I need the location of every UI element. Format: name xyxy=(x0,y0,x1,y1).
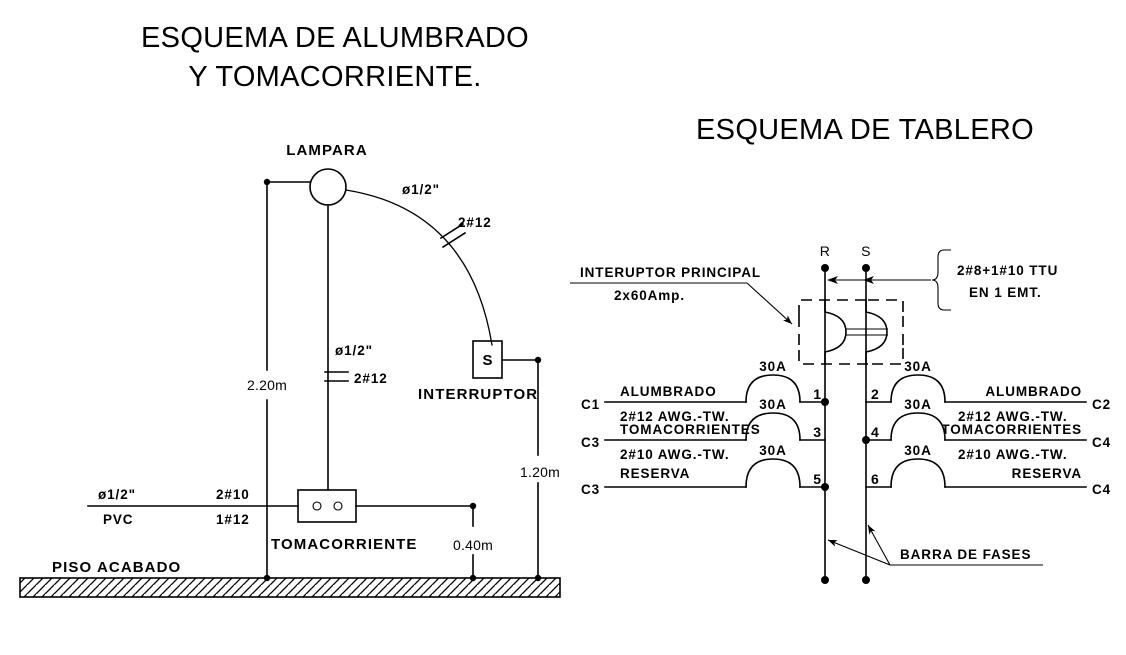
left-circuit-wire-1: 2#12 AWG.-TW. xyxy=(620,409,729,424)
outlet-box xyxy=(297,489,357,523)
left-schematic-group: LAMPARA ø1/2" 2#12 ø1/2" 2#12 S INTERRU xyxy=(19,142,561,598)
feeder-note-line2: EN 1 EMT. xyxy=(969,285,1042,300)
floor-hatch xyxy=(19,577,561,598)
pole-1-bus-dot xyxy=(821,398,829,406)
pole-number-2: 2 xyxy=(871,386,879,402)
feeder-material-label: PVC xyxy=(103,512,133,527)
dim-switch-height: 1.20m xyxy=(520,464,560,480)
arc-tick-1 xyxy=(439,222,465,240)
left-circuit-desc-2: TOMACORRIENTES xyxy=(620,422,761,437)
switch-label: INTERRUPTOR xyxy=(418,386,538,403)
feeder-ground-label: 1#12 xyxy=(216,512,250,527)
floor-label: PISO ACABADO xyxy=(52,559,181,576)
bus-leader-r xyxy=(827,539,891,566)
right-breaker-rating-3: 30A xyxy=(904,443,931,458)
right-circuit-id-3: C4 xyxy=(1092,482,1111,497)
bus-r-bottom-dot xyxy=(821,576,829,584)
lamp-icon xyxy=(309,168,347,206)
right-circuit-desc-1: ALUMBRADO xyxy=(985,384,1082,399)
main-breaker-dash-tl xyxy=(798,299,868,316)
left-circuit-wire-2: 2#10 AWG.-TW. xyxy=(620,447,729,462)
right-circuit-id-1: C2 xyxy=(1092,397,1111,412)
pole-number-5: 5 xyxy=(813,471,821,487)
left-breaker-arc-1 xyxy=(745,374,801,403)
lamp-to-switch-conduit xyxy=(345,189,493,346)
right-breaker-arc-1 xyxy=(890,374,946,403)
left-breaker-rating-1: 30A xyxy=(759,359,786,374)
pole-number-3: 3 xyxy=(813,424,821,440)
outlet-hole-right xyxy=(333,501,343,511)
main-breaker-pole-r xyxy=(824,299,847,365)
left-breaker-rating-3: 30A xyxy=(759,443,786,458)
right-circuit-desc-2: TOMACORRIENTES xyxy=(941,422,1082,437)
arc-tick-2 xyxy=(441,231,467,249)
phase-label-r: R xyxy=(820,243,831,259)
right-circuit-desc-3: RESERVA xyxy=(1012,466,1082,481)
main-breaker-dash-br xyxy=(868,348,904,365)
lamp-label: LAMPARA xyxy=(286,142,368,159)
left-title-line1: ESQUEMA DE ALUMBRADO xyxy=(141,22,529,54)
arc-wire-label: 2#12 xyxy=(458,215,492,230)
pole-number-4: 4 xyxy=(871,424,879,440)
feeder-wire-label: 2#10 xyxy=(216,487,250,502)
pole-number-1: 1 xyxy=(813,386,821,402)
left-circuit-id-2: C3 xyxy=(581,435,600,450)
left-circuit-desc-1: ALUMBRADO xyxy=(620,384,717,399)
main-breaker-dash-bl xyxy=(798,348,868,365)
feeder-conduit-label: ø1/2" xyxy=(98,487,136,502)
right-title: ESQUEMA DE TABLERO xyxy=(696,114,1034,146)
right-breaker-rating-1: 30A xyxy=(904,359,931,374)
left-breaker-arc-2 xyxy=(745,412,801,441)
drop-conduit-label: ø1/2" xyxy=(335,343,373,358)
left-circuit-id-3: C3 xyxy=(581,482,600,497)
switch-symbol: S xyxy=(482,352,492,369)
main-breaker-dash-tr xyxy=(868,299,904,316)
left-title-line2: Y TOMACORRIENTE. xyxy=(188,61,481,93)
main-breaker-label-line1: INTERUPTOR PRINCIPAL xyxy=(580,265,761,280)
right-breaker-arc-2 xyxy=(890,412,946,441)
main-breaker-pole-s xyxy=(865,299,888,365)
pole-number-6: 6 xyxy=(871,471,879,487)
bus-leader-s xyxy=(867,524,891,566)
left-circuit-desc-3: RESERVA xyxy=(620,466,690,481)
left-breaker-rating-2: 30A xyxy=(759,397,786,412)
right-breaker-arc-3 xyxy=(890,458,946,488)
main-breaker-label-line2: 2x60Amp. xyxy=(614,288,685,303)
dim-outlet-height: 0.40m xyxy=(453,537,493,553)
phase-label-s: S xyxy=(861,243,871,259)
panel-schematic-group: R S 2#8+1#10 TTU EN 1 EMT. xyxy=(570,243,1111,584)
outlet-label: TOMACORRIENTE xyxy=(271,536,418,553)
main-breaker-leader-arrow xyxy=(746,282,793,325)
right-breaker-rating-2: 30A xyxy=(904,397,931,412)
bus-label: BARRA DE FASES xyxy=(900,547,1031,562)
outlet-hole-left xyxy=(312,501,322,511)
right-circuit-wire-1: 2#12 AWG.-TW. xyxy=(958,409,1067,424)
right-circuit-wire-2: 2#10 AWG.-TW. xyxy=(958,447,1067,462)
feeder-note-brace xyxy=(931,249,951,311)
feeder-note-line1: 2#8+1#10 TTU xyxy=(957,263,1058,278)
pole-5-bus-dot xyxy=(821,483,829,491)
bus-s-bottom-dot xyxy=(862,576,870,584)
dim-lamp-height: 2.20m xyxy=(247,377,287,393)
drop-wire-label: 2#12 xyxy=(354,371,388,386)
right-circuit-id-2: C4 xyxy=(1092,435,1111,450)
arc-conduit-label: ø1/2" xyxy=(402,182,440,197)
left-circuit-id-1: C1 xyxy=(581,397,600,412)
left-breaker-arc-3 xyxy=(745,458,801,488)
